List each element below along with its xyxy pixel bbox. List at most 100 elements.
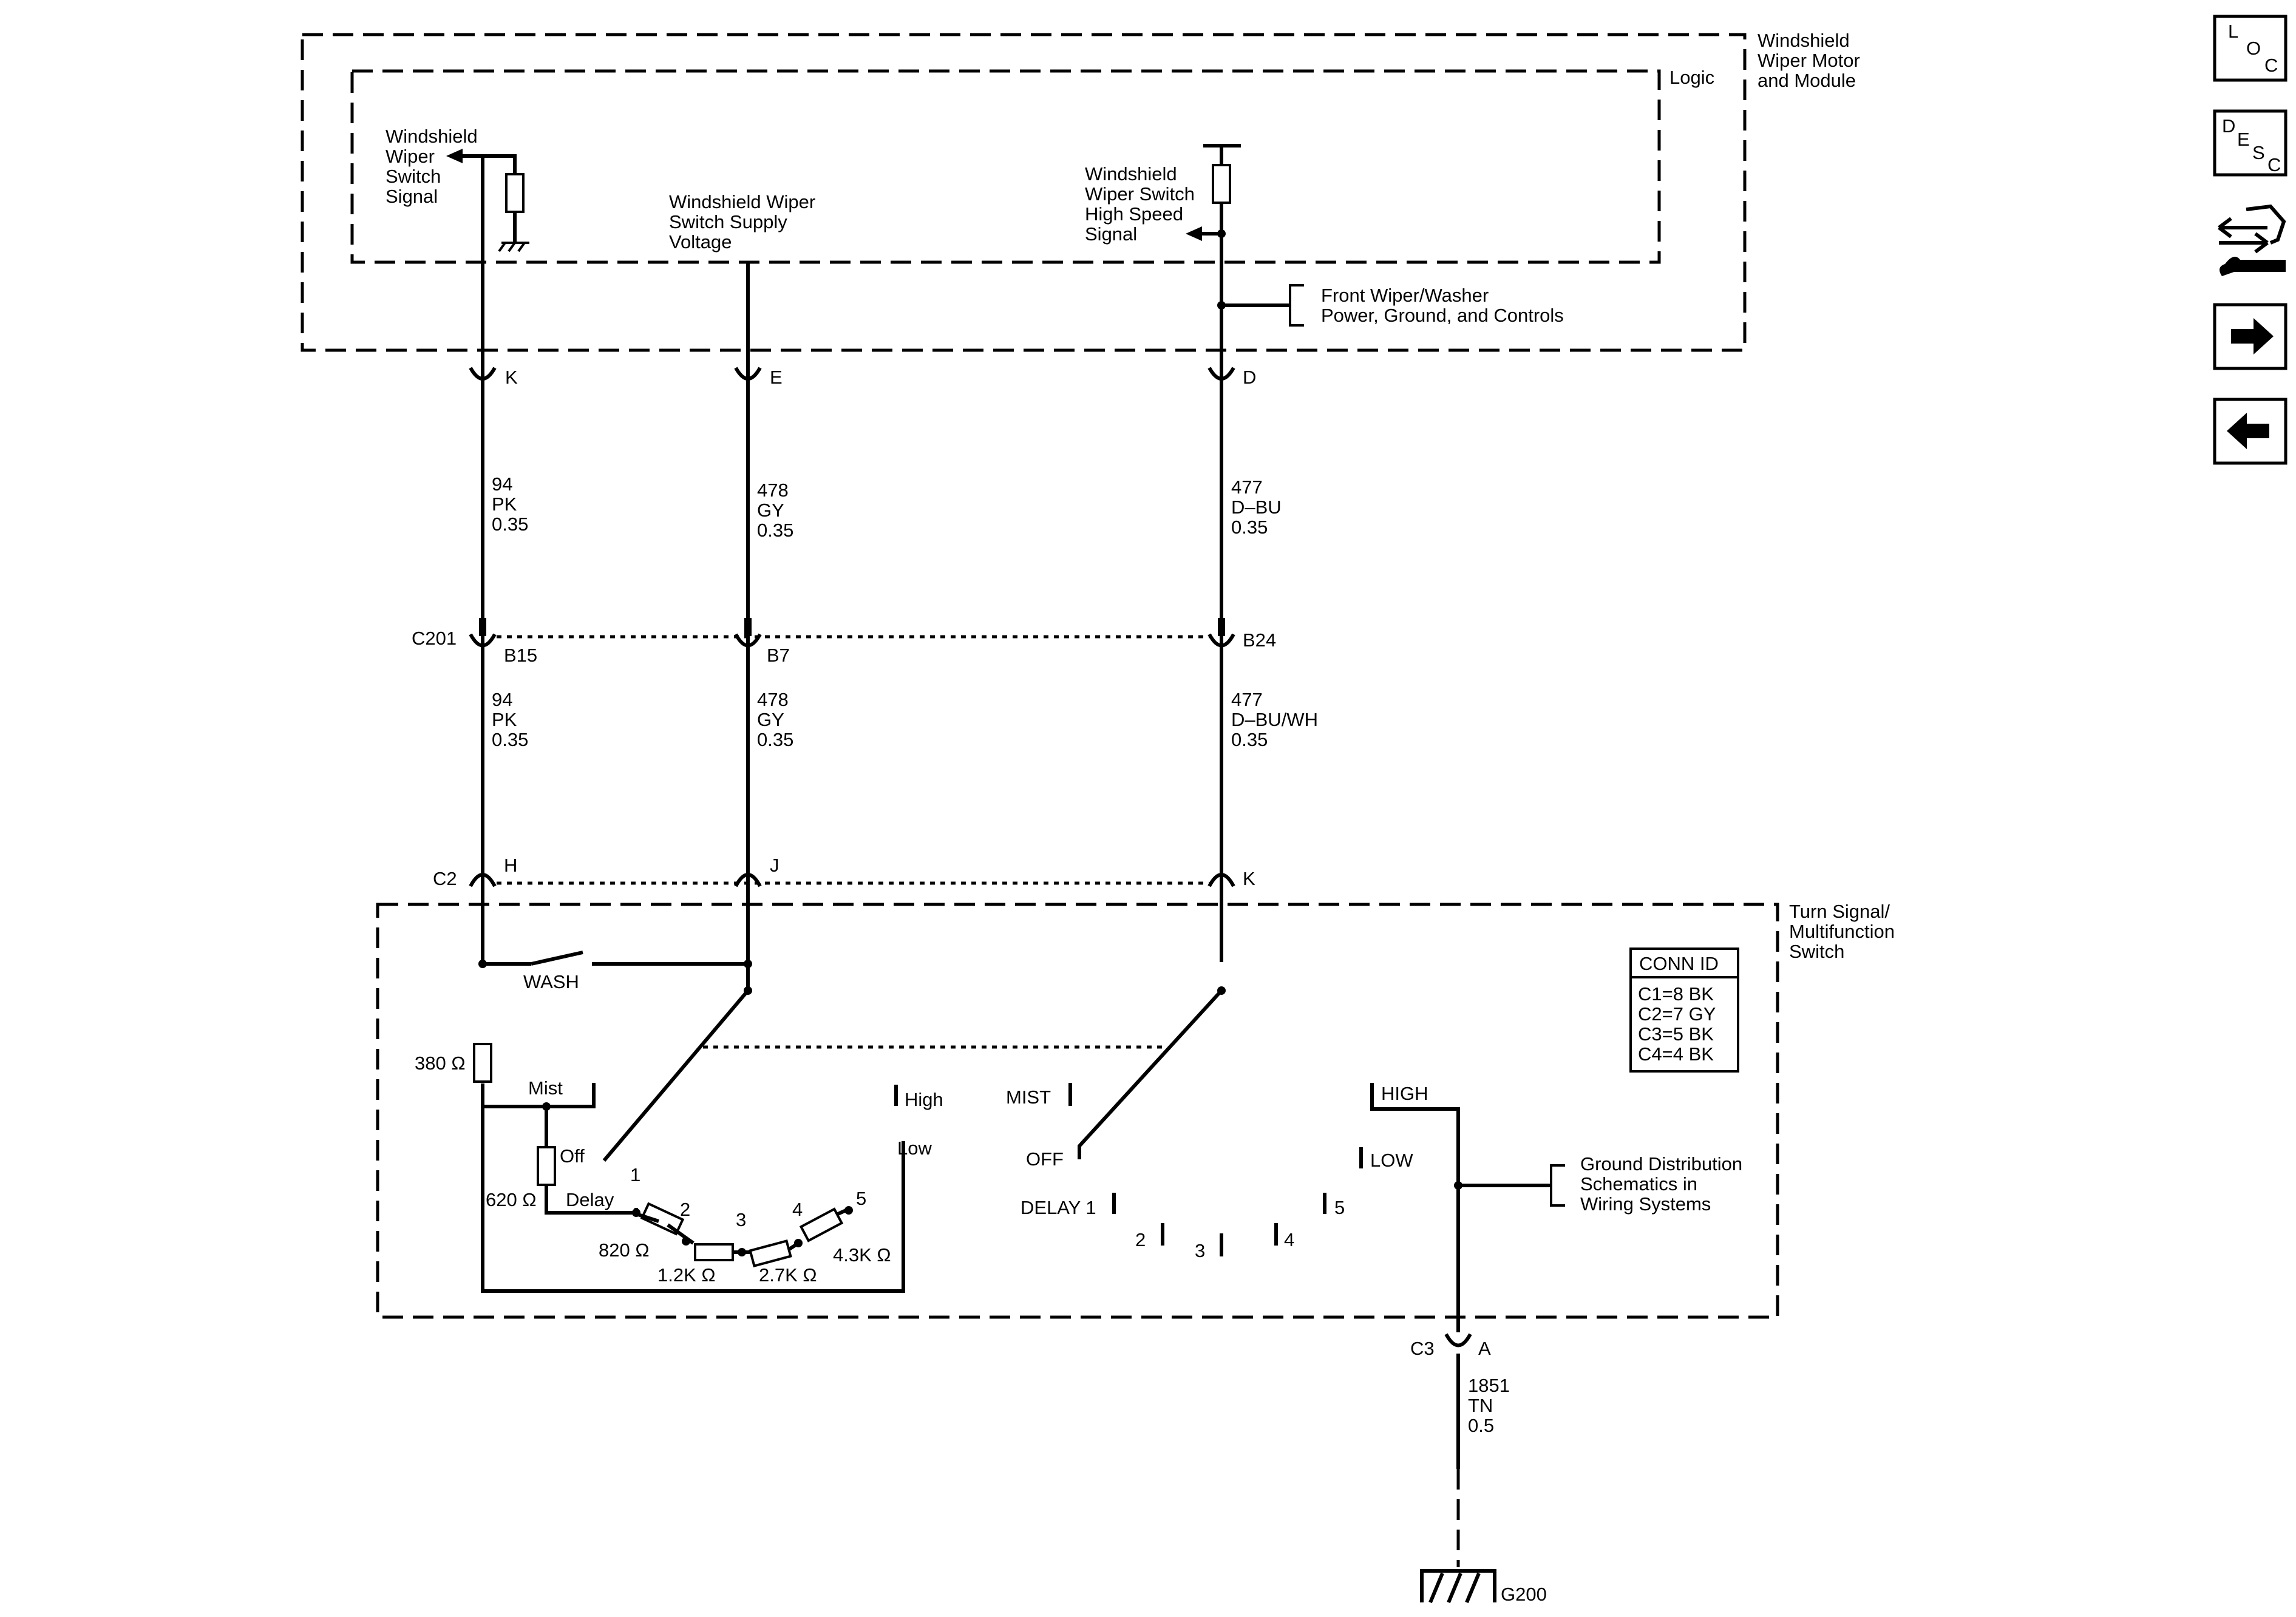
high-label-left: High bbox=[905, 1089, 943, 1110]
low-contact-wire bbox=[481, 1083, 905, 1293]
delay-position-2: 2 bbox=[680, 1199, 690, 1220]
arrow-right-icon[interactable] bbox=[2213, 303, 2288, 370]
conn-id-row: C4=4 BK bbox=[1638, 1043, 1714, 1065]
conn-id-title: CONN ID bbox=[1639, 953, 1719, 974]
c2-pin-h: H bbox=[504, 855, 517, 876]
switch-name: Turn Signal/ Multifunction Switch bbox=[1789, 901, 1900, 962]
front-wiper-label: Front Wiper/Washer Power, Ground, and Co… bbox=[1321, 285, 1564, 326]
wire-94-upper-label: 94 PK 0.35 bbox=[492, 473, 528, 535]
c201-pin-b24: B24 bbox=[1243, 629, 1276, 651]
module-connector bbox=[469, 367, 1235, 381]
desc-button[interactable]: D E S C bbox=[2213, 109, 2288, 177]
delay-resistor-ladder bbox=[632, 1202, 853, 1268]
ground-wire-label: 1851 TN 0.5 bbox=[1468, 1375, 1515, 1436]
desc-button-letter: S bbox=[2252, 142, 2265, 163]
conn-id-row: C2=7 GY bbox=[1638, 1003, 1716, 1025]
loc-button-letter: L bbox=[2228, 21, 2238, 42]
right-pos2-label: 2 bbox=[1135, 1229, 1146, 1250]
ground-dist-label: Ground Distribution Schematics in Wiring… bbox=[1580, 1153, 1748, 1215]
loc-button[interactable]: L O C bbox=[2213, 15, 2288, 82]
right-pos3-label: 3 bbox=[1195, 1240, 1205, 1261]
resistor-620 bbox=[537, 1146, 556, 1186]
resistor-620-label: 620 Ω bbox=[486, 1189, 537, 1210]
right-blade bbox=[1078, 989, 1223, 1159]
conn-id-row: C1=8 BK bbox=[1638, 983, 1714, 1005]
right-high-wire bbox=[1370, 1083, 1460, 1332]
resistor-1-2k-label: 1.2K Ω bbox=[657, 1264, 716, 1286]
c3-label: C3 bbox=[1410, 1338, 1435, 1359]
ground-dist-bracket bbox=[1550, 1164, 1565, 1207]
wire-478-upper-label: 478 GY 0.35 bbox=[757, 480, 793, 541]
wash-label: WASH bbox=[523, 971, 579, 992]
wire-94-lower-label: 94 PK 0.35 bbox=[492, 689, 528, 750]
high-speed-label: Windshield Wiper Switch High Speed Signa… bbox=[1085, 163, 1200, 245]
mist-wire bbox=[483, 1083, 596, 1108]
c2-label: C2 bbox=[433, 868, 457, 889]
delay-position-4: 4 bbox=[792, 1199, 803, 1220]
c3-pin-a: A bbox=[1478, 1338, 1491, 1359]
right-mist-label: MIST bbox=[1006, 1086, 1051, 1108]
c3-connector bbox=[1444, 1333, 1472, 1348]
switch-outline bbox=[376, 903, 1779, 1319]
switch-signal-label: Windshield Wiper Switch Signal bbox=[385, 126, 483, 207]
wire-478-lower-label: 478 GY 0.35 bbox=[757, 689, 793, 750]
c2-pin-j: J bbox=[770, 855, 779, 876]
resistor-820-label: 820 Ω bbox=[599, 1239, 650, 1261]
c2-pin-k: K bbox=[1243, 868, 1255, 889]
module-pin-d: D bbox=[1243, 367, 1256, 388]
c201-connector bbox=[469, 618, 1235, 648]
off-label: Off bbox=[560, 1145, 585, 1167]
front-wiper-bracket bbox=[1289, 284, 1304, 327]
delay-position-5: 5 bbox=[856, 1188, 866, 1209]
resistor-380 bbox=[473, 1043, 492, 1083]
left-blade bbox=[602, 964, 750, 1162]
delay-position-3: 3 bbox=[736, 1209, 746, 1230]
logic-label: Logic bbox=[1669, 67, 1714, 88]
right-high-label: HIGH bbox=[1381, 1083, 1428, 1104]
wash-contact bbox=[531, 951, 583, 966]
logic-box-outline bbox=[350, 69, 1661, 264]
ground-g200-symbol bbox=[1420, 1569, 1496, 1604]
wiper-module-outline bbox=[301, 33, 1747, 352]
wiper-module-name: Windshield Wiper Motor and Module bbox=[1758, 30, 1865, 91]
delay-label: Delay bbox=[566, 1189, 614, 1210]
supply-voltage-label: Windshield Wiper Switch Supply Voltage bbox=[669, 191, 821, 253]
desc-button-letter: E bbox=[2237, 129, 2250, 150]
ground-g200-label: G200 bbox=[1501, 1584, 1547, 1605]
right-pos5-label: 5 bbox=[1334, 1197, 1345, 1218]
delay-position-1: 1 bbox=[630, 1164, 640, 1185]
resistor-2-7k-label: 2.7K Ω bbox=[759, 1264, 817, 1286]
conn-id-row: C3=5 BK bbox=[1638, 1023, 1714, 1045]
module-pin-k: K bbox=[505, 367, 518, 388]
wire-477-lower-label: 477 D–BU/WH 0.35 bbox=[1231, 689, 1323, 750]
low-label-left: Low bbox=[897, 1137, 932, 1159]
c201-pin-b15: B15 bbox=[504, 645, 537, 666]
conn-id-table bbox=[1629, 947, 1739, 1073]
c201-pin-b7: B7 bbox=[767, 645, 790, 666]
pullup-resistor bbox=[505, 173, 525, 213]
right-low-label: LOW bbox=[1370, 1150, 1413, 1171]
desc-button-letter: C bbox=[2267, 154, 2281, 175]
right-delay1-label: DELAY 1 bbox=[1021, 1197, 1096, 1218]
switch-signal-arrowhead bbox=[446, 149, 463, 163]
logic-ground-symbol bbox=[498, 242, 529, 253]
right-pos4-label: 4 bbox=[1284, 1229, 1294, 1250]
c2-connector bbox=[469, 873, 1235, 887]
desc-button-letter: D bbox=[2222, 115, 2235, 137]
resistor-4-3k-label: 4.3K Ω bbox=[833, 1244, 891, 1266]
right-off-label: OFF bbox=[1026, 1148, 1064, 1170]
loc-button-letter: O bbox=[2246, 38, 2261, 59]
resistor-380-label: 380 Ω bbox=[415, 1053, 466, 1074]
high-speed-pullup-resistor bbox=[1212, 164, 1231, 204]
module-pin-e: E bbox=[770, 367, 783, 388]
mist-label: Mist bbox=[528, 1077, 563, 1099]
connector-tool-icon[interactable] bbox=[2218, 204, 2286, 276]
wire-477-upper-label: 477 D–BU 0.35 bbox=[1231, 476, 1286, 538]
c201-label: C201 bbox=[412, 628, 457, 649]
loc-button-letter: C bbox=[2264, 55, 2278, 76]
arrow-left-icon[interactable] bbox=[2213, 398, 2288, 465]
delay-wire bbox=[545, 1185, 636, 1215]
pullup-wire bbox=[483, 154, 517, 174]
high-speed-arrowhead bbox=[1186, 226, 1202, 241]
